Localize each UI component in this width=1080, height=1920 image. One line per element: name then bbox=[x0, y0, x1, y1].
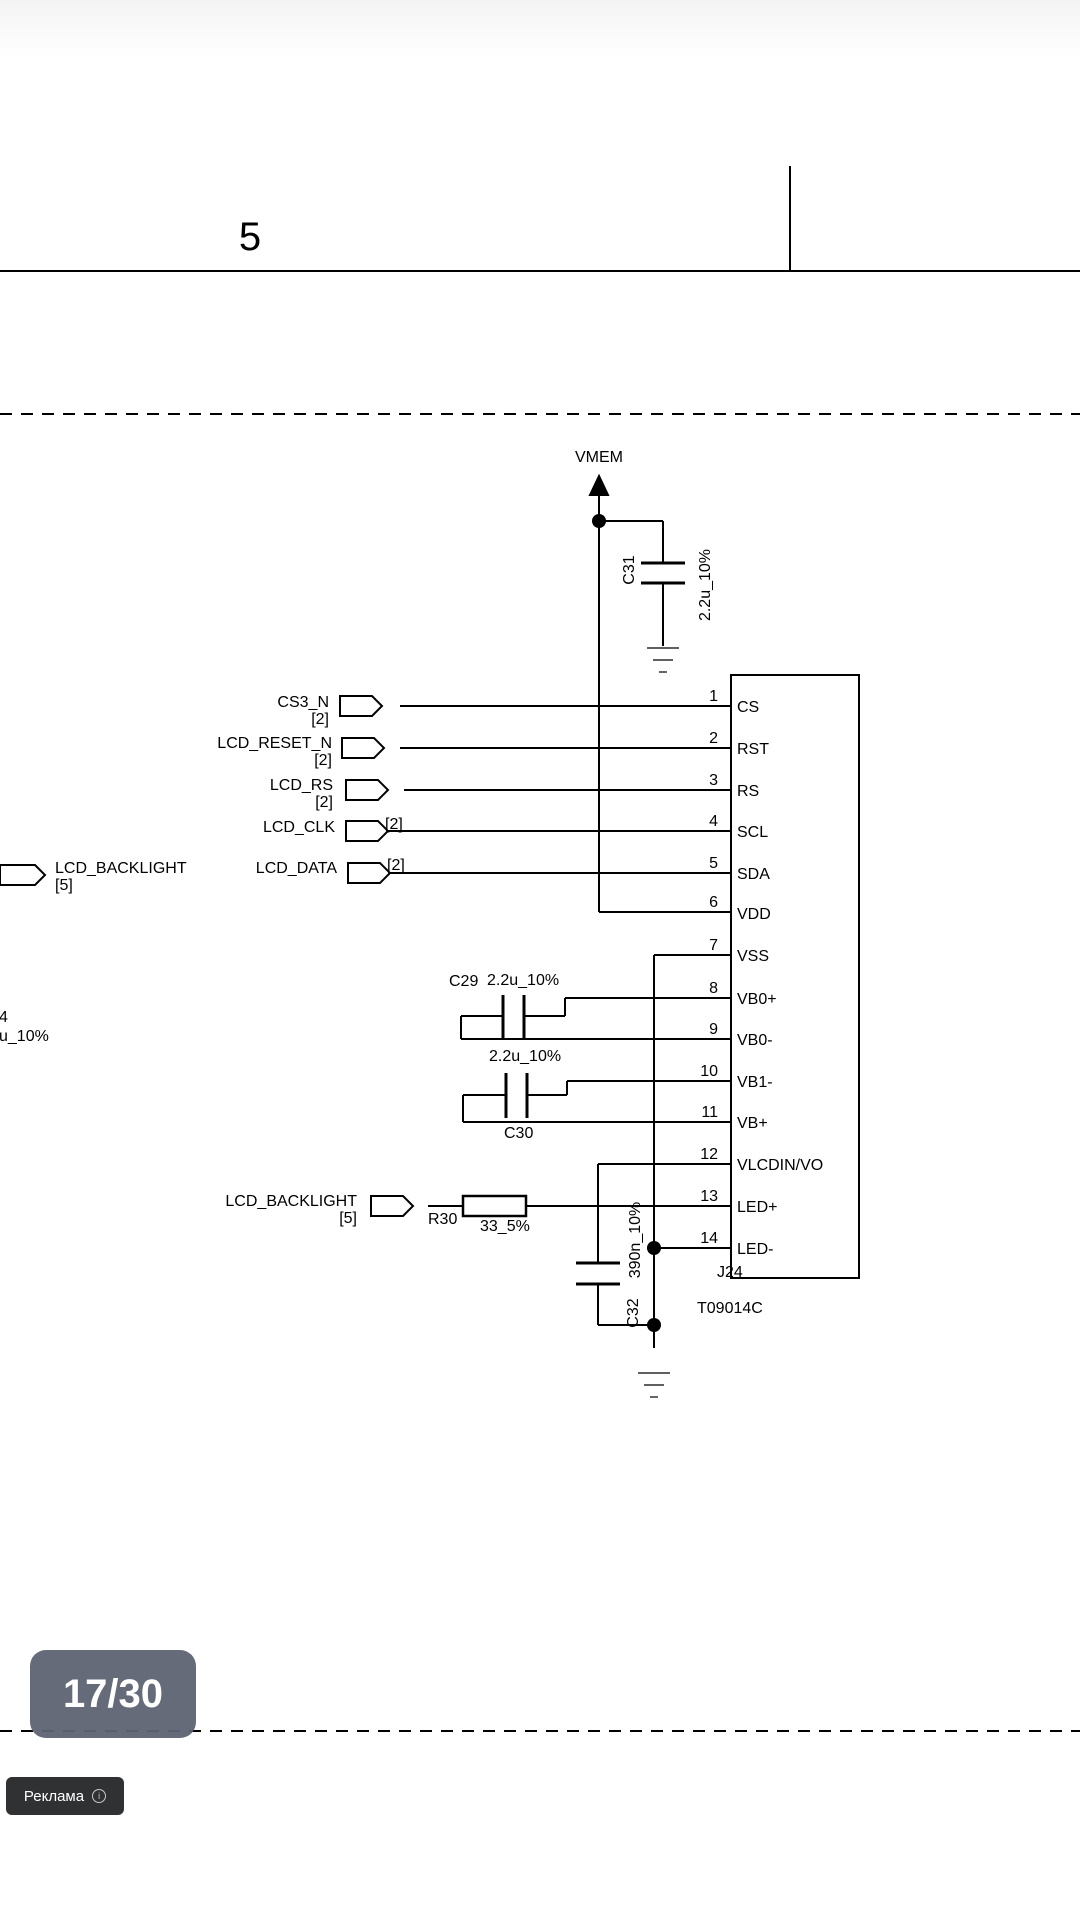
net-label-lcd-reset-n: LCD_RESET_N bbox=[217, 735, 332, 752]
pin-number: 11 bbox=[701, 1104, 718, 1121]
net-label-lcd-clk: LCD_CLK bbox=[263, 819, 335, 836]
net-ref-lcd-backlight-left: [5] bbox=[55, 877, 73, 894]
pin-name: LED- bbox=[737, 1241, 773, 1258]
r30-value: 33_5% bbox=[480, 1218, 530, 1235]
offpage-flag-lcd-backlight-in bbox=[370, 1195, 415, 1217]
r30-resistor-body bbox=[461, 1194, 528, 1218]
net-label-lcd-backlight-left: LCD_BACKLIGHT bbox=[55, 860, 187, 877]
c31-value: 2.2u_10% bbox=[697, 549, 714, 621]
offpage-flag-lcd-reset-n bbox=[341, 737, 386, 759]
offpage-flag-cs3n bbox=[339, 695, 384, 717]
offpage-flag-lcd-clk bbox=[345, 820, 390, 842]
pin-number: 14 bbox=[700, 1230, 718, 1247]
connector-j24-body bbox=[730, 674, 860, 1279]
c30-value: 2.2u_10% bbox=[489, 1048, 561, 1065]
c32-value: 390n_10% bbox=[627, 1202, 644, 1279]
pin-number: 6 bbox=[709, 894, 718, 911]
net-ref-lcd-data: [2] bbox=[387, 857, 405, 874]
cut-fragment-value: u_10% bbox=[0, 1028, 49, 1045]
net-label-lcd-backlight-in: LCD_BACKLIGHT bbox=[225, 1193, 357, 1210]
pin-name: RST bbox=[737, 741, 769, 758]
pin-number: 2 bbox=[709, 730, 718, 747]
connector-part: T09014C bbox=[697, 1300, 763, 1317]
c29-value: 2.2u_10% bbox=[487, 972, 559, 989]
connector-ref: J24 bbox=[717, 1264, 743, 1281]
pin-number: 7 bbox=[709, 937, 718, 954]
pin-number: 13 bbox=[700, 1188, 718, 1205]
pin-name: VB1- bbox=[737, 1074, 773, 1091]
junction-dot bbox=[592, 514, 606, 528]
pin-name: VDD bbox=[737, 906, 771, 923]
c31-ref: C31 bbox=[621, 555, 638, 584]
pin-number: 8 bbox=[709, 980, 718, 997]
pin-number: 1 bbox=[709, 688, 718, 705]
junction-dot bbox=[647, 1318, 661, 1332]
page-indicator: 17/30 bbox=[30, 1650, 196, 1738]
pin-name: VB0+ bbox=[737, 991, 777, 1008]
offpage-flag-lcd-backlight-left bbox=[0, 864, 47, 886]
pin-number: 4 bbox=[709, 813, 718, 830]
ad-label-text: Реклама bbox=[23, 1787, 85, 1805]
info-icon[interactable]: i bbox=[92, 1789, 107, 1803]
pin-name: VB0- bbox=[737, 1032, 773, 1049]
r30-ref: R30 bbox=[428, 1211, 457, 1228]
page-indicator-text: 17/30 bbox=[62, 1671, 164, 1716]
offpage-flag-lcd-rs bbox=[345, 779, 390, 801]
offpage-flag-lcd-data bbox=[347, 862, 392, 884]
sheet-zone-number: 5 bbox=[239, 215, 261, 259]
pin-number: 3 bbox=[709, 772, 718, 789]
junction-dot bbox=[647, 1241, 661, 1255]
net-label-lcd-data: LCD_DATA bbox=[256, 860, 338, 877]
pin-name: SCL bbox=[737, 824, 768, 841]
pin-name: VB+ bbox=[737, 1115, 768, 1132]
c32-ref: C32 bbox=[625, 1298, 642, 1327]
net-ref-lcd-rs: [2] bbox=[315, 794, 333, 811]
pin-name: VLCDIN/VO bbox=[737, 1157, 823, 1174]
pin-name: VSS bbox=[737, 948, 769, 965]
net-label-lcd-rs: LCD_RS bbox=[270, 777, 333, 794]
net-ref-lcd-backlight-in: [5] bbox=[339, 1210, 357, 1227]
pin-name: CS bbox=[737, 699, 759, 716]
pin-number: 12 bbox=[700, 1146, 718, 1163]
pin-name: SDA bbox=[737, 866, 770, 883]
cut-fragment-ref: 4 bbox=[0, 1009, 8, 1026]
ad-badge[interactable]: Реклама i bbox=[6, 1777, 124, 1815]
pin-name: RS bbox=[737, 783, 759, 800]
pin-number: 10 bbox=[700, 1063, 718, 1080]
pin-name: LED+ bbox=[737, 1199, 777, 1216]
c29-ref: C29 bbox=[449, 973, 478, 990]
net-ref-lcd-clk: [2] bbox=[385, 816, 403, 833]
net-ref-cs3n: [2] bbox=[311, 711, 329, 728]
pin-number: 5 bbox=[709, 855, 718, 872]
net-label-cs3n: CS3_N bbox=[277, 694, 329, 711]
net-ref-lcd-reset-n: [2] bbox=[314, 752, 332, 769]
top-fade bbox=[0, 0, 1080, 60]
power-label: VMEM bbox=[575, 449, 623, 466]
pin-number: 9 bbox=[709, 1021, 718, 1038]
c30-ref: C30 bbox=[504, 1125, 533, 1142]
